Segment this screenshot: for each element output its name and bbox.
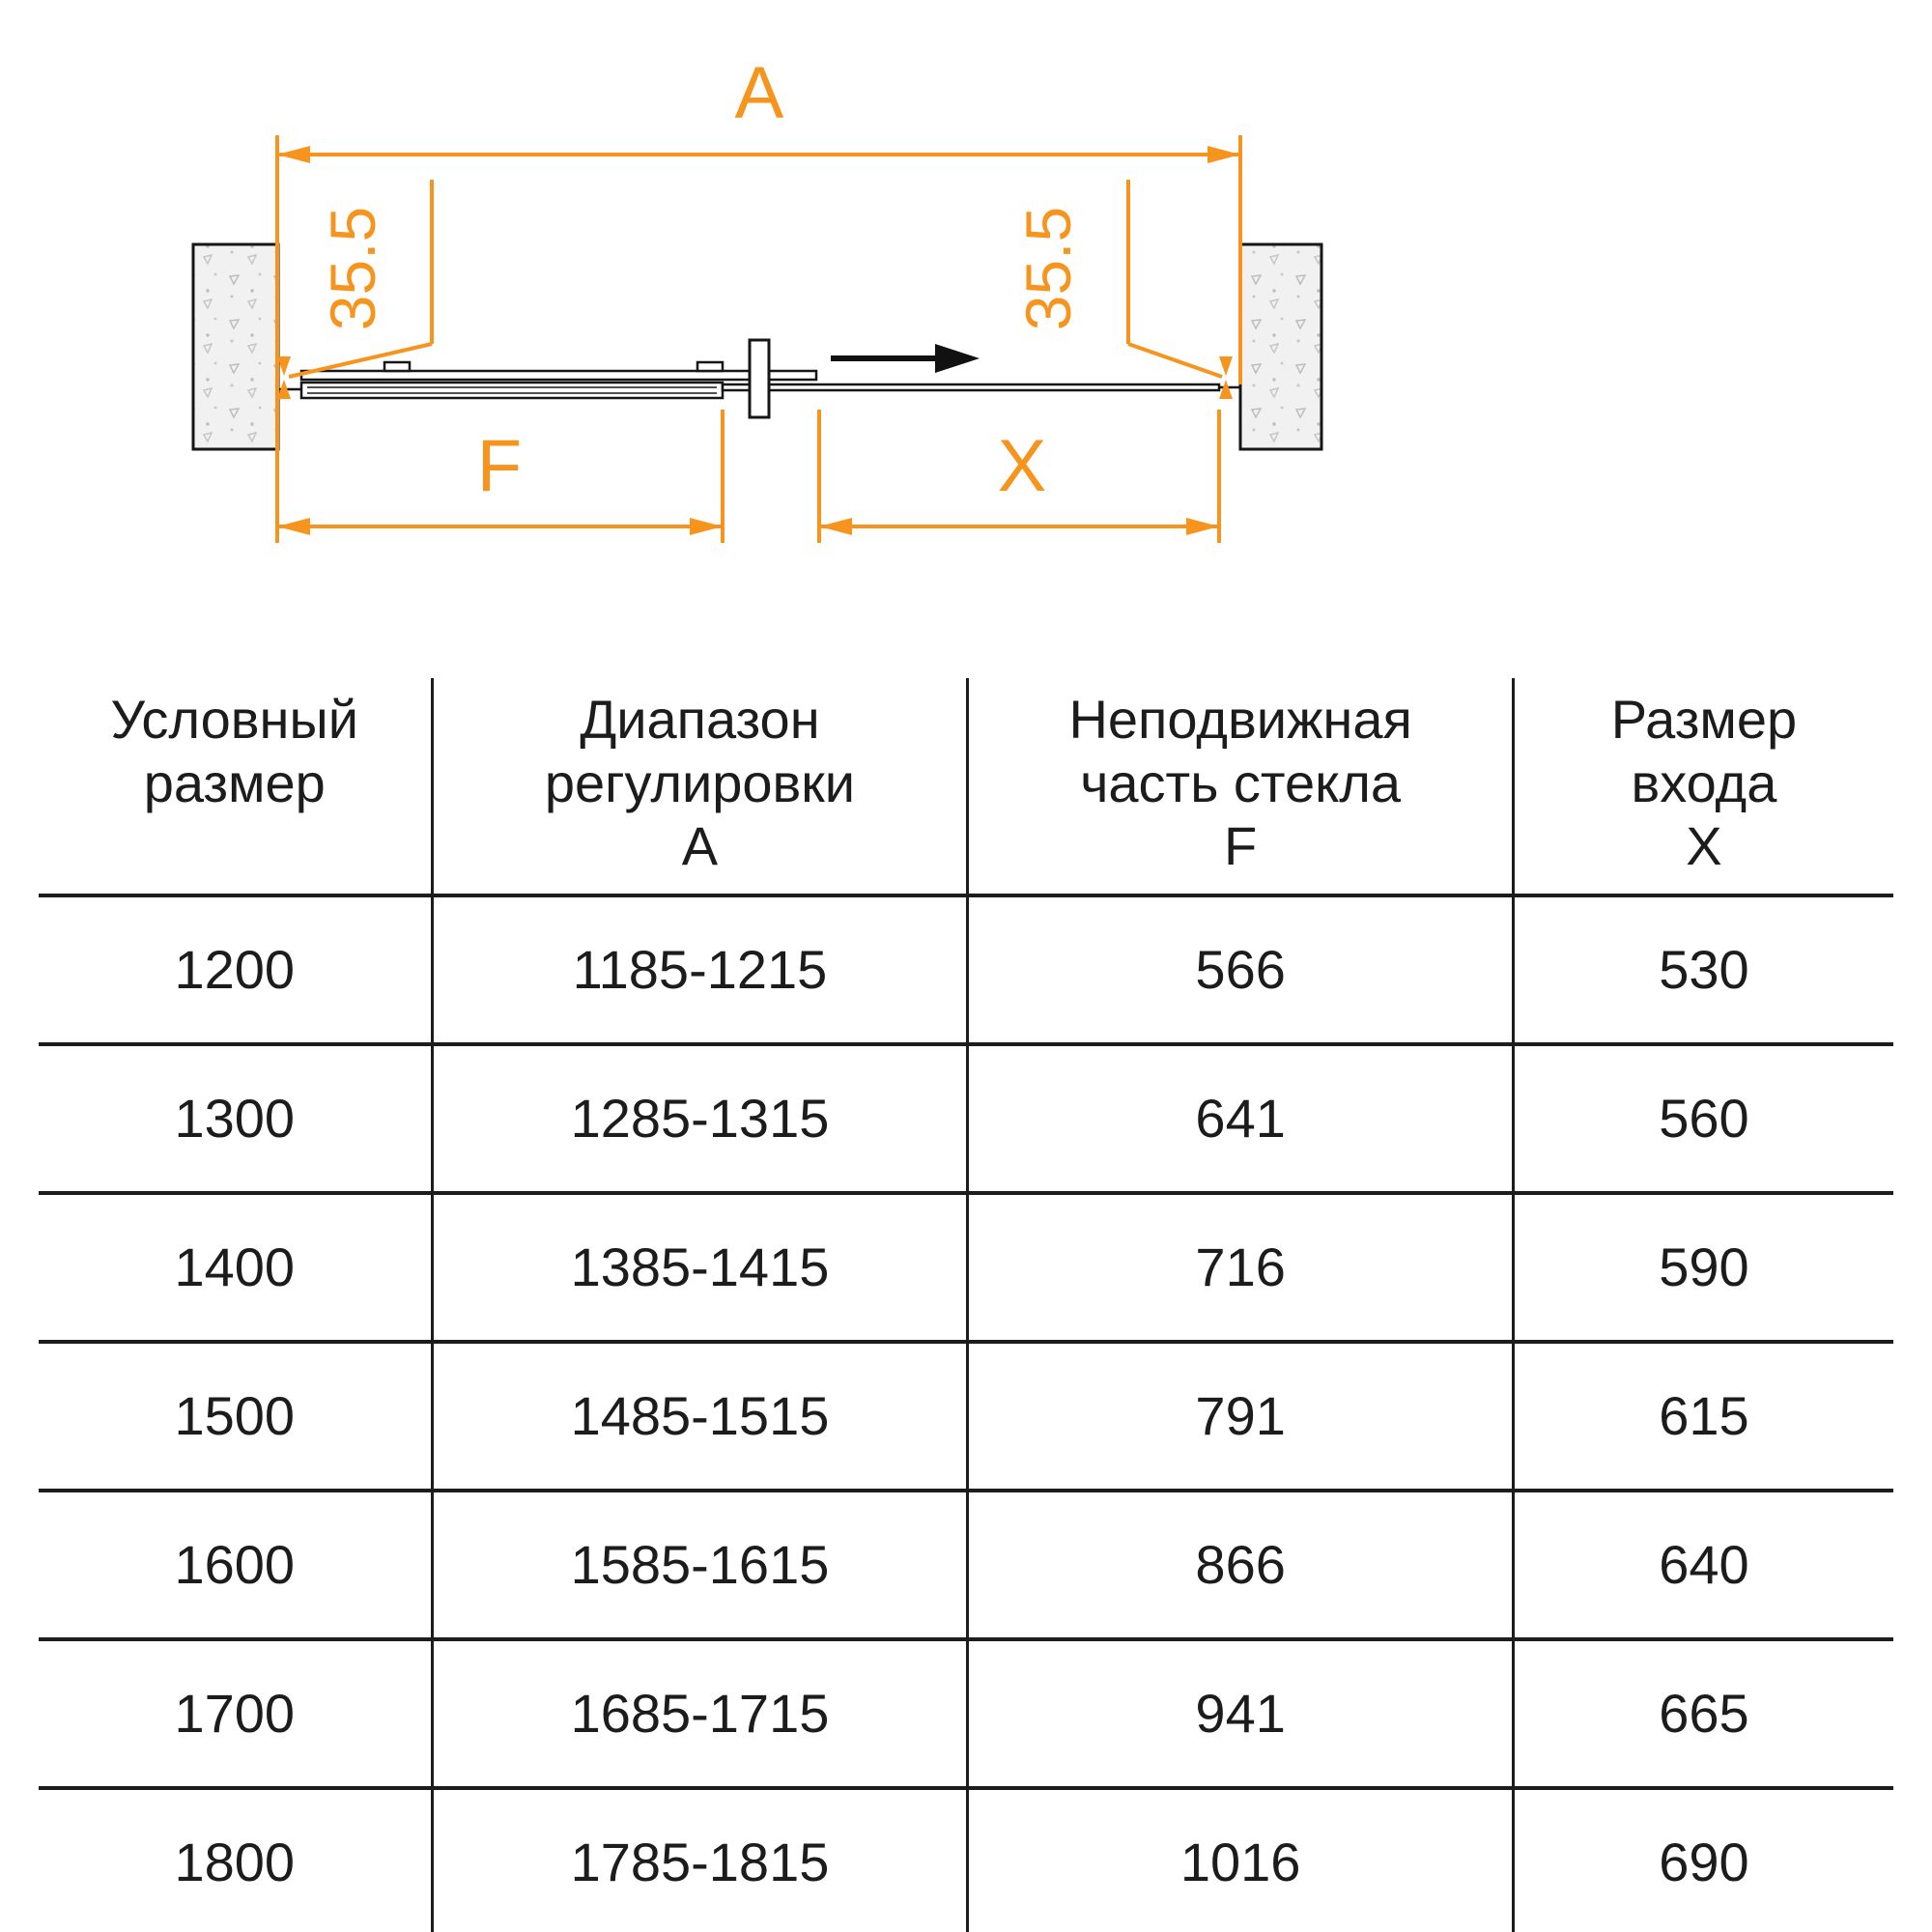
right-wall bbox=[1238, 242, 1323, 451]
header-line: Диапазон bbox=[580, 689, 820, 750]
col-header-fixed-glass: Неподвижная часть стекла F bbox=[967, 678, 1515, 897]
dim-label-a: A bbox=[735, 52, 784, 134]
table-cell: 716 bbox=[967, 1192, 1515, 1344]
dim-label-offset-left: 35.5 bbox=[317, 207, 388, 330]
table-cell: 1185-1215 bbox=[432, 895, 970, 1046]
table-cell: 1785-1815 bbox=[432, 1787, 970, 1932]
dimensions: A 35.5 35.5 F X bbox=[275, 52, 1242, 543]
header-line: размер bbox=[143, 752, 326, 813]
table-cell: 1700 bbox=[39, 1638, 434, 1790]
header-line: Х bbox=[1686, 815, 1722, 877]
dim-label-offset-right: 35.5 bbox=[1012, 207, 1084, 330]
fixed-glass-panel bbox=[299, 381, 724, 400]
size-table: Условный размер Диапазон регулировки А Н… bbox=[39, 678, 1893, 1932]
dim-label-f: F bbox=[477, 425, 522, 507]
header-line: Размер bbox=[1610, 689, 1798, 750]
table-cell: 866 bbox=[967, 1490, 1515, 1641]
header-line: регулировки bbox=[544, 752, 856, 813]
table-cell: 1300 bbox=[39, 1043, 434, 1195]
table-cell: 665 bbox=[1513, 1638, 1893, 1790]
header-line: А bbox=[681, 815, 719, 877]
dim-label-x: X bbox=[998, 425, 1047, 507]
header-line: Условный bbox=[110, 689, 358, 750]
table-cell: 1400 bbox=[39, 1192, 434, 1344]
door-assembly bbox=[278, 338, 1240, 419]
technical-diagram: A 35.5 35.5 F X bbox=[191, 52, 1323, 543]
table-cell: 1200 bbox=[39, 895, 434, 1046]
table-cell: 560 bbox=[1513, 1043, 1893, 1195]
table-cell: 530 bbox=[1513, 895, 1893, 1046]
col-header-adjustment-range: Диапазон регулировки А bbox=[432, 678, 970, 897]
top-rail bbox=[299, 369, 818, 382]
col-header-entrance-size: Размер входа Х bbox=[1513, 678, 1893, 897]
sliding-glass-panel bbox=[721, 383, 1221, 392]
table-cell: 791 bbox=[967, 1341, 1515, 1492]
table-header-row: Условный размер Диапазон регулировки А Н… bbox=[39, 678, 1893, 897]
header-line: часть стекла bbox=[1080, 752, 1402, 813]
size-table-wrap: Условный размер Диапазон регулировки А Н… bbox=[39, 678, 1893, 1932]
table-cell: 640 bbox=[1513, 1490, 1893, 1641]
rail-clamp bbox=[383, 360, 412, 373]
table-cell: 1685-1715 bbox=[432, 1638, 970, 1790]
slide-direction-arrow bbox=[831, 344, 980, 373]
table-cell: 1385-1415 bbox=[432, 1192, 970, 1344]
header-line: входа bbox=[1631, 752, 1777, 813]
table-cell: 1585-1615 bbox=[432, 1490, 970, 1641]
table-cell: 615 bbox=[1513, 1341, 1893, 1492]
table-cell: 1485-1515 bbox=[432, 1341, 970, 1492]
col-header-nominal-size: Условный размер bbox=[39, 678, 434, 897]
table-cell: 1285-1315 bbox=[432, 1043, 970, 1195]
rail-clamp bbox=[696, 360, 724, 373]
header-line: Неподвижная bbox=[1068, 689, 1412, 750]
table-cell: 1600 bbox=[39, 1490, 434, 1641]
table-cell: 941 bbox=[967, 1638, 1515, 1790]
table-cell: 690 bbox=[1659, 1832, 1749, 1893]
header-line: F bbox=[1224, 815, 1258, 877]
table-cell: 590 bbox=[1513, 1192, 1893, 1344]
left-wall bbox=[191, 242, 280, 451]
door-handle bbox=[748, 338, 771, 419]
table-cell: 641 bbox=[967, 1043, 1515, 1195]
table-cell: 1500 bbox=[39, 1341, 434, 1492]
table-cell: 1800 bbox=[39, 1787, 434, 1932]
table-cell: 566 bbox=[967, 895, 1515, 1046]
table-cell: 1016 bbox=[967, 1787, 1515, 1932]
